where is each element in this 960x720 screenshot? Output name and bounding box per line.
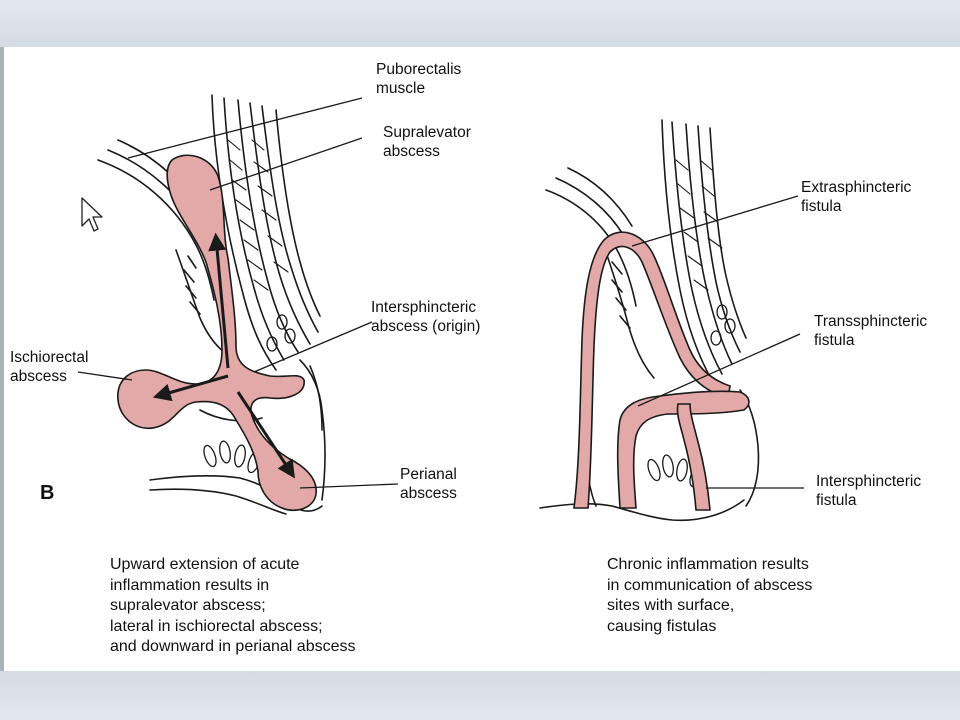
right-levator-muscle (545, 167, 655, 379)
right-sphincter-hatching (675, 159, 723, 291)
right-leader-lines (631, 195, 804, 489)
label-intersphincteric-fistula: Intersphincteric fistula (816, 473, 922, 509)
label-supralevator-abscess: Supralevator abscess (383, 124, 471, 160)
label-extrasphincteric-fistula: Extrasphincteric fistula (801, 179, 912, 215)
right-fistula-tracts (573, 231, 750, 511)
label-perianal-abscess: Perianal abscess (400, 466, 457, 502)
slide-left-edge (0, 47, 4, 671)
label-transsphincteric-fistula: Transsphincteric fistula (814, 313, 928, 349)
right-anatomy-diagram (539, 119, 760, 522)
right-caption: Chronic inflammation results in communic… (607, 556, 813, 635)
right-anal-glands (710, 304, 736, 346)
label-ischiorectal-abscess: Ischiorectal abscess (10, 349, 89, 385)
label-intersphincteric-abscess-origin: Intersphincteric abscess (origin) (371, 299, 481, 335)
supralevator-abscess-shape (117, 154, 317, 512)
slide-canvas (0, 47, 960, 671)
left-flow-arrows (152, 232, 295, 479)
left-anatomy-diagram (97, 94, 326, 515)
left-external-sphincter (203, 440, 261, 474)
left-levator-muscle (97, 139, 225, 353)
left-anal-glands (266, 314, 296, 352)
panel-letter: B (40, 482, 55, 504)
left-rectal-wall (211, 94, 321, 371)
right-rectal-wall (661, 119, 747, 385)
bottom-background-band (0, 671, 960, 720)
intersphincteric-fistula-shape (676, 403, 711, 511)
left-leader-lines (77, 97, 399, 489)
transsphincteric-fistula-shape (616, 390, 750, 509)
mouse-pointer-icon (81, 197, 103, 232)
label-puborectalis-muscle: Puborectalis muscle (376, 61, 462, 97)
left-caption: Upward extension of acute inflammation r… (110, 556, 356, 655)
top-background-band (0, 0, 960, 47)
left-abscess-complex (117, 154, 317, 512)
